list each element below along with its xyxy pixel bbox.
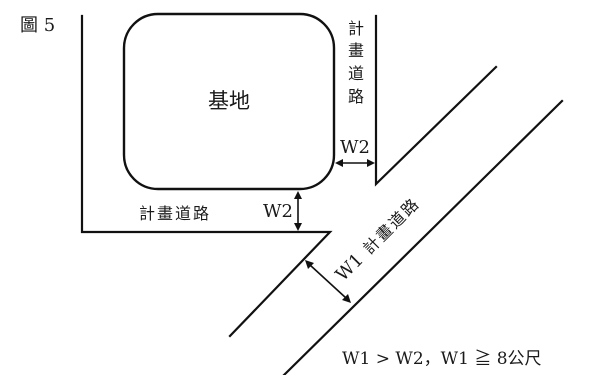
- diagonal-road-lower-edge: [282, 99, 564, 375]
- w2-horizontal-road-arrow-up: [294, 191, 302, 199]
- w1-label: W1: [332, 250, 368, 286]
- vertical-road-label-char-3: 道: [348, 64, 364, 83]
- w2-horizontal-road-label: W2: [263, 201, 293, 222]
- site-block: [122, 12, 336, 191]
- w1-arrow-start: [305, 260, 314, 269]
- left-road-boundary: [80, 14, 333, 338]
- w1-arrow-end: [342, 294, 351, 303]
- vertical-road-right-edge: [374, 14, 498, 187]
- vertical-road-label-char-4: 路: [348, 87, 364, 106]
- w2-vertical-road-arrow-right: [367, 159, 375, 167]
- horizontal-road-label: 計畫道路: [139, 204, 211, 223]
- diagonal-road-label-group: W1 計畫道路: [332, 194, 424, 286]
- vertical-road-label-char-1: 計: [348, 19, 364, 38]
- vertical-road-label-char-2: 畫: [348, 41, 364, 60]
- w1-dimension: [309, 264, 347, 299]
- w2-horizontal-road-arrow-down: [294, 223, 302, 231]
- w2-vertical-road-arrow-left: [335, 159, 343, 167]
- site-label: 基地: [208, 89, 250, 113]
- width-condition-text: W1 > W2，W1 ≧ 8公尺: [342, 349, 542, 369]
- figure-label: 圖 5: [20, 15, 55, 36]
- w2-vertical-road-label: W2: [340, 137, 370, 158]
